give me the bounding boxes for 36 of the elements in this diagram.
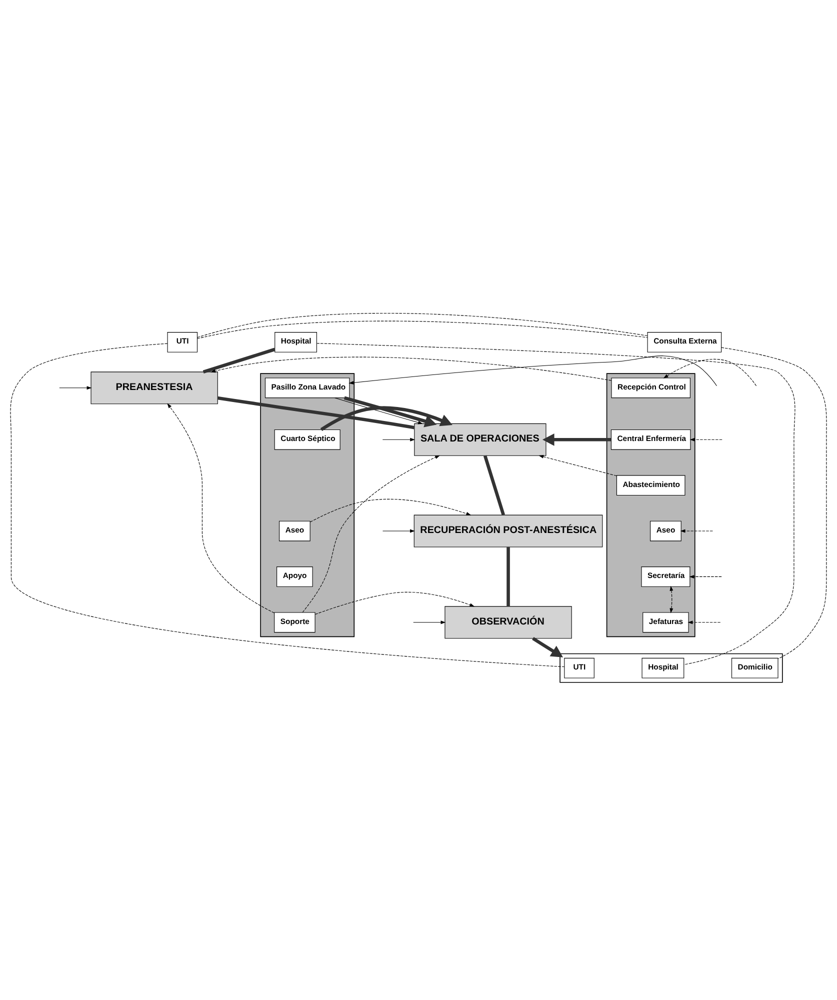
arrow xyxy=(663,358,757,386)
arrow xyxy=(382,438,416,442)
arrow xyxy=(532,637,563,658)
arrow xyxy=(344,396,437,428)
connector xyxy=(197,312,648,338)
arrow xyxy=(690,438,722,442)
arrow xyxy=(680,529,713,533)
connector xyxy=(217,396,415,430)
connector xyxy=(506,547,510,606)
arrow xyxy=(670,586,674,614)
connector xyxy=(721,347,827,660)
connector xyxy=(202,348,276,374)
arrow xyxy=(382,529,415,533)
cluster xyxy=(560,653,783,683)
arrow xyxy=(538,455,617,476)
arrow xyxy=(167,403,274,614)
arrow xyxy=(542,433,612,446)
arrow xyxy=(210,356,612,381)
node-box: OBSERVACIÓN xyxy=(444,606,572,639)
arrow xyxy=(413,620,446,624)
arrow xyxy=(688,620,721,624)
node-box: RECUPERACIÓN POST-ANESTÉSICA xyxy=(414,514,603,548)
arrow xyxy=(320,406,452,432)
connector xyxy=(483,455,506,516)
node-box: PREANESTESIA xyxy=(90,372,218,404)
connector xyxy=(196,320,648,339)
node-box: SALA DE OPERACIONES xyxy=(414,423,546,456)
arrow xyxy=(348,356,717,386)
arrow xyxy=(334,398,423,424)
arrow xyxy=(689,574,722,578)
connector xyxy=(10,343,565,668)
connector xyxy=(316,343,796,665)
arrow xyxy=(59,386,92,390)
arrow xyxy=(314,592,475,615)
arrow xyxy=(310,498,472,522)
arrow xyxy=(302,455,440,613)
